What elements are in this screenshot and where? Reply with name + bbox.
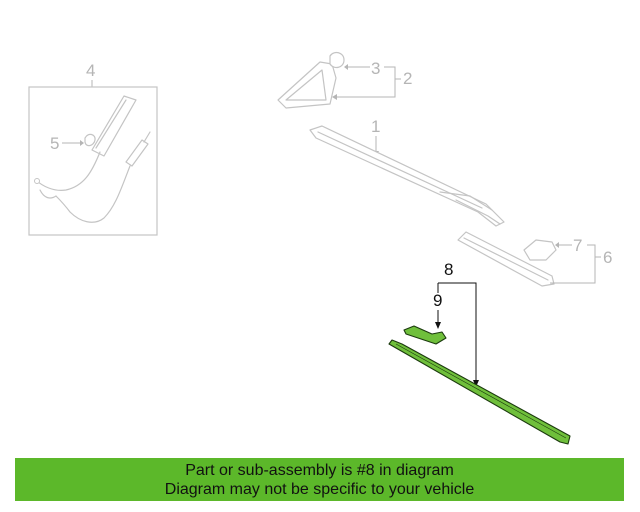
clip-3 — [329, 51, 345, 69]
callout-4: 4 — [86, 61, 95, 80]
part-9-clip[interactable]: 9 — [403, 291, 447, 345]
inset-rod — [125, 139, 149, 167]
callout-6: 6 — [603, 248, 612, 267]
callout-5: 5 — [50, 134, 59, 153]
clip-9 — [403, 325, 447, 345]
callout-3: 3 — [371, 59, 380, 78]
door-moulding-8 — [388, 339, 571, 445]
callout-9: 9 — [433, 291, 442, 310]
banner-line-1: Part or sub-assembly is #8 in diagram — [185, 461, 454, 479]
part-group-2[interactable]: 3 2 — [277, 51, 412, 109]
callout-2: 2 — [403, 69, 412, 88]
clip-7 — [523, 239, 557, 261]
banner-line-2: Diagram may not be specific to your vehi… — [164, 480, 475, 498]
inset-bar — [91, 95, 137, 157]
part-group-6[interactable]: 7 6 — [457, 231, 612, 287]
corner-trim-2 — [277, 61, 337, 109]
inset-cable — [35, 151, 101, 191]
part-group-4[interactable]: 4 5 — [28, 61, 158, 236]
callout-8: 8 — [444, 260, 453, 279]
clip-5 — [84, 133, 96, 147]
upper-moulding-1 — [309, 125, 505, 227]
callout-1: 1 — [371, 117, 380, 136]
callout-7: 7 — [573, 236, 582, 255]
inset-box-4 — [28, 86, 158, 236]
leader-8 — [438, 282, 477, 385]
info-banner: Part or sub-assembly is #8 in diagram Di… — [15, 458, 624, 501]
part-8-highlighted[interactable]: 8 — [388, 260, 571, 445]
part-1[interactable]: 1 — [309, 117, 505, 227]
